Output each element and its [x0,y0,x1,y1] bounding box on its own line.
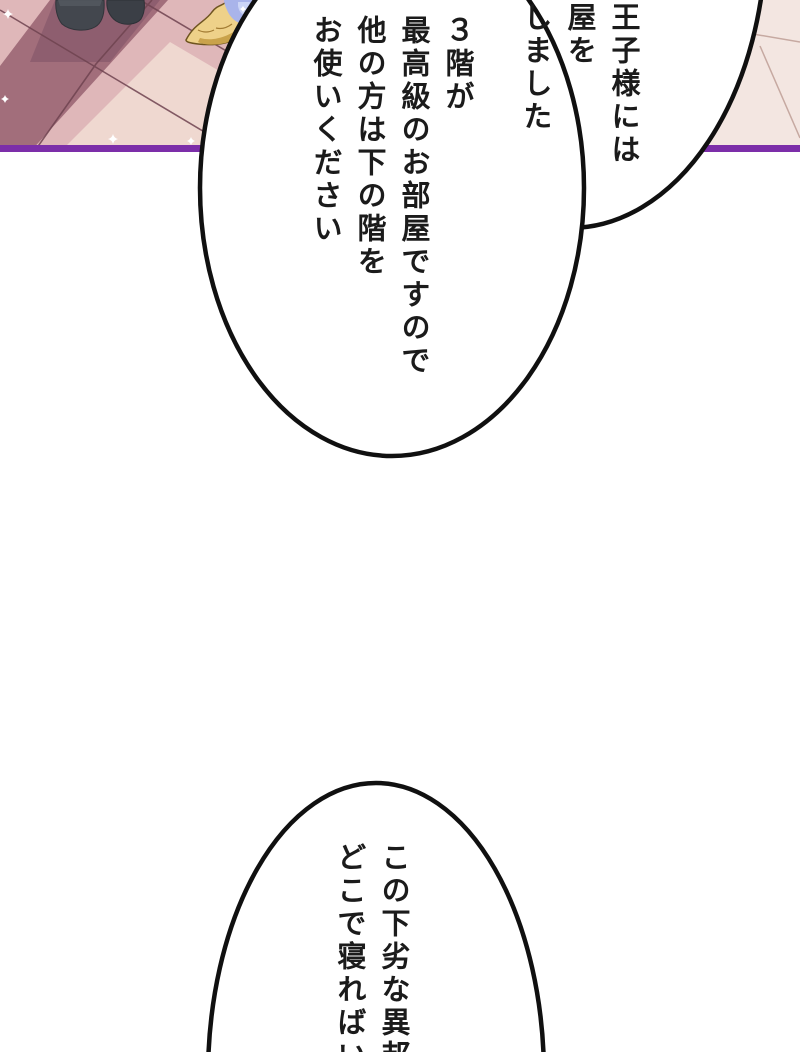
speech-text-bottom: この下劣な異邦 どこで寝ればい [333,842,411,1052]
speech-text-top: 王子様には 屋を しました [519,2,641,167]
boots-icon [55,0,145,31]
speech-text-main: ３階が 最高級のお部屋ですので 他の方は下の階を お使いください [309,15,475,378]
sparkle-icons [1,6,246,145]
speech-bubble-main [197,0,587,459]
speech-bubble-bottom [206,780,546,1052]
